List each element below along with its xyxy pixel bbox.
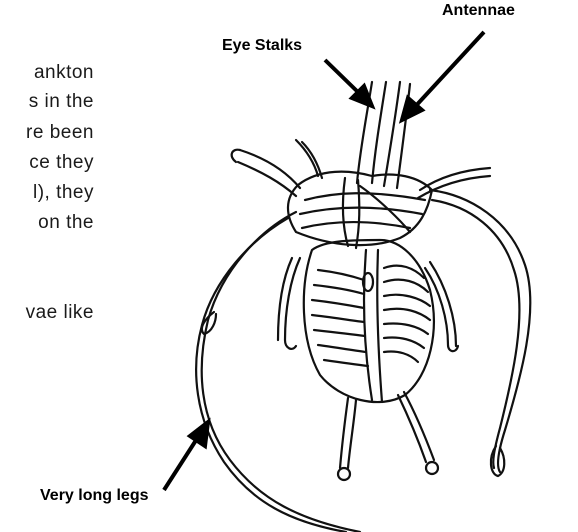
eye-stalks-label: Eye Stalks [222,37,302,55]
very-long-legs-label: Very long legs [40,487,148,505]
pointer-arrows [164,32,484,490]
head-drawing [288,172,432,248]
antennae-label: Antennae [442,2,515,20]
long-legs-arrow [164,434,200,490]
antennae-arrow [412,32,484,110]
abdomen-drawing [304,240,434,402]
antennules-drawing [232,140,322,196]
eye-stalks-arrow [325,60,362,96]
